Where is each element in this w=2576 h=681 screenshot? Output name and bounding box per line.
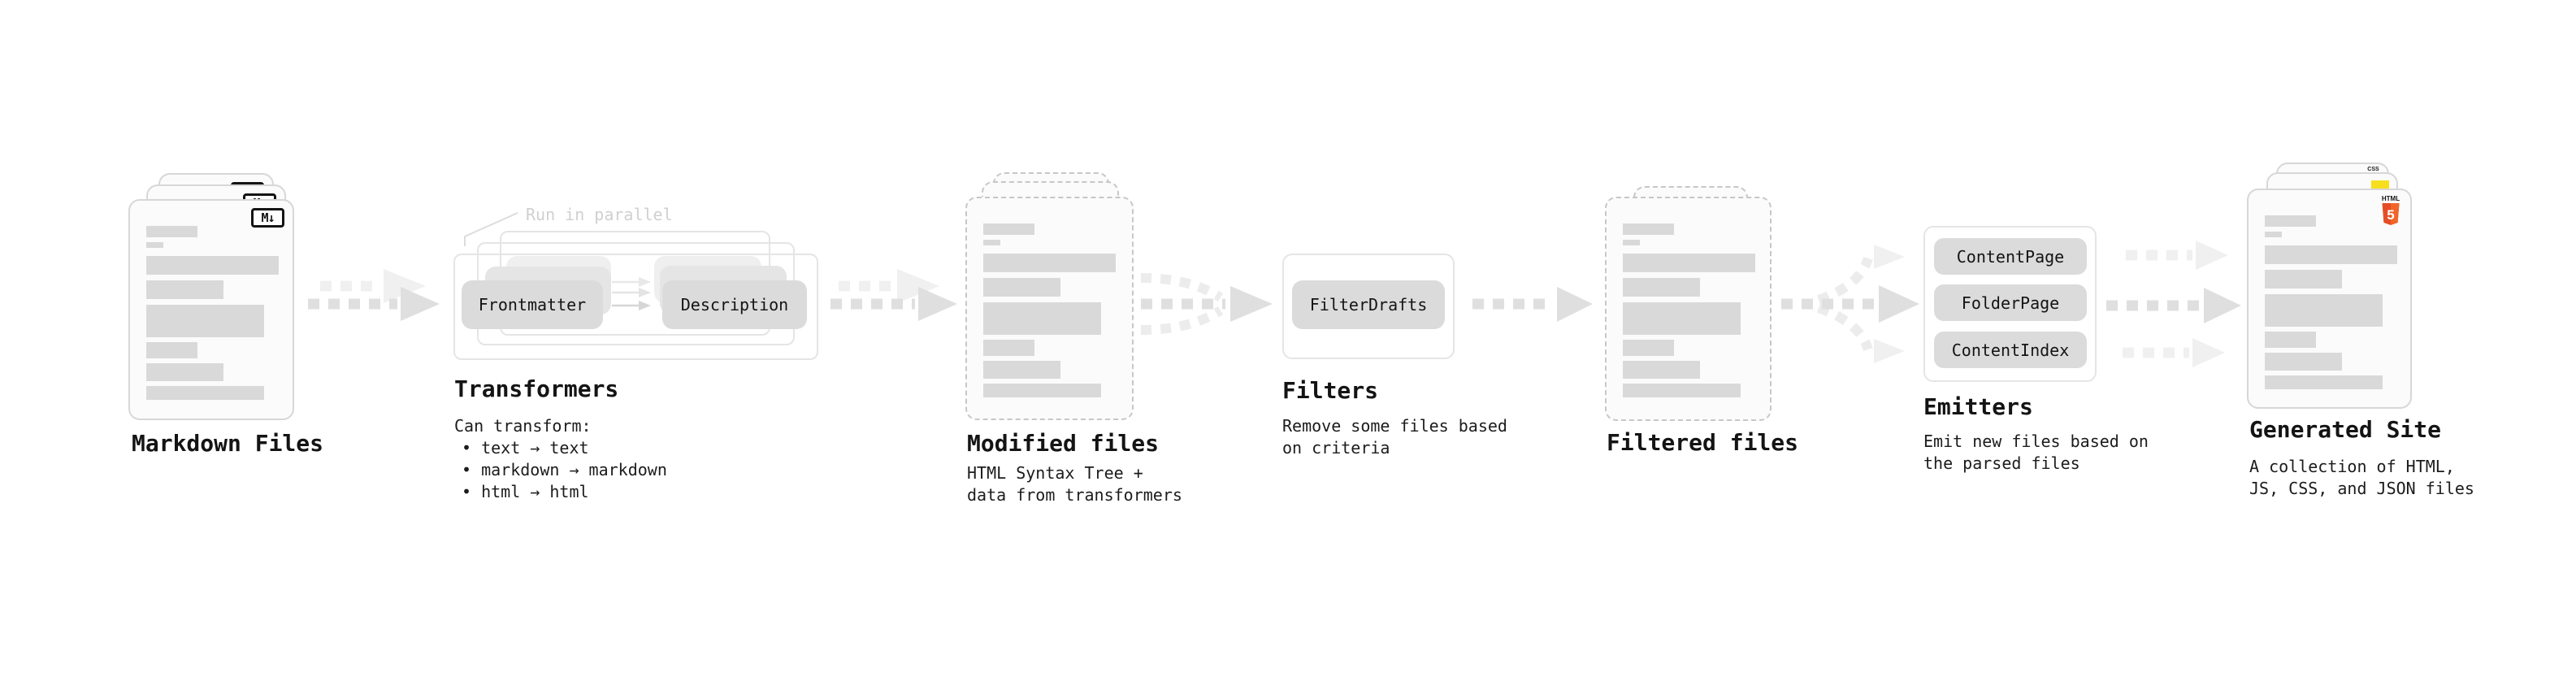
filters-desc-line: on criteria <box>1282 438 1390 458</box>
modified-files-title: Modified files <box>967 430 1160 457</box>
placeholder-bar <box>2265 294 2383 327</box>
frontmatter-transformer-pill: Frontmatter <box>462 280 603 329</box>
arrow-emitters-to-generated <box>2106 241 2241 367</box>
svg-text:HTML: HTML <box>2382 195 2400 202</box>
markdown-files-title: Markdown Files <box>132 430 324 457</box>
placeholder-bar <box>146 226 197 237</box>
filters-title: Filters <box>1282 377 1379 404</box>
placeholder-bar <box>2265 353 2342 371</box>
placeholder-bar <box>146 363 223 381</box>
contentindex-emitter-pill: ContentIndex <box>1934 332 2087 368</box>
placeholder-bar <box>983 361 1060 379</box>
filtered-file-card-front <box>1605 197 1772 421</box>
modified-files-desc-line: HTML Syntax Tree + <box>967 463 1143 483</box>
placeholder-bar <box>146 280 223 299</box>
placeholder-bar <box>983 340 1034 356</box>
emitters-desc-line: the parsed files <box>1923 453 2080 473</box>
placeholder-bar <box>2265 245 2397 264</box>
placeholder-bar <box>1623 302 1741 335</box>
modified-file-card-front <box>965 197 1134 420</box>
placeholder-bar <box>983 302 1101 335</box>
placeholder-bar <box>983 254 1116 272</box>
placeholder-bar <box>2265 232 2282 237</box>
generated-site-desc-line: A collection of HTML, <box>2249 457 2455 476</box>
placeholder-bar <box>146 386 264 400</box>
placeholder-bar <box>146 305 264 337</box>
placeholder-bar <box>1623 340 1674 356</box>
generated-file-card-html: HTML 5 <box>2247 189 2412 409</box>
emitters-title: Emitters <box>1923 393 2033 420</box>
description-transformer-pill: Description <box>662 280 807 329</box>
modified-files-desc-line: data from transformers <box>967 485 1182 505</box>
placeholder-bar <box>1623 240 1640 245</box>
generated-site-title: Generated Site <box>2249 416 2442 443</box>
placeholder-bar <box>1623 254 1755 272</box>
emitters-desc-line: Emit new files based on <box>1923 432 2149 451</box>
placeholder-bar <box>983 223 1034 235</box>
placeholder-bar <box>983 384 1101 397</box>
placeholder-bar <box>1623 278 1700 297</box>
placeholder-bar <box>2265 375 2383 389</box>
transformer-pill-arrows <box>612 277 651 310</box>
transformers-desc-line: • html → html <box>462 482 589 501</box>
placeholder-bar <box>1623 361 1700 379</box>
placeholder-bar <box>1623 223 1674 235</box>
placeholder-bar <box>2265 332 2316 348</box>
arrow-modified-to-filters <box>1140 273 1273 335</box>
run-in-parallel-note: Run in parallel <box>526 205 673 224</box>
placeholder-bar <box>146 242 163 248</box>
filters-desc-line: Remove some files based <box>1282 416 1507 436</box>
transformer-group-box-front <box>453 254 818 360</box>
transformers-desc-line: • text → text <box>462 438 589 458</box>
markdown-icon: M↓ <box>251 208 284 228</box>
folderpage-emitter-pill: FolderPage <box>1934 284 2087 321</box>
arrow-markdown-to-transformers <box>308 269 440 321</box>
contentpage-emitter-pill: ContentPage <box>1934 238 2087 275</box>
placeholder-bar <box>146 342 197 358</box>
transformers-desc-line: • markdown → markdown <box>462 460 667 479</box>
placeholder-bar <box>983 240 1000 245</box>
arrow-filtered-to-emitters <box>1781 245 1919 363</box>
filterdrafts-pill: FilterDrafts <box>1292 280 1445 329</box>
svg-text:5: 5 <box>2387 207 2394 223</box>
placeholder-bar <box>983 278 1060 297</box>
placeholder-bar <box>2265 215 2316 227</box>
transformers-desc-line: Can transform: <box>454 416 592 436</box>
placeholder-bar <box>2265 270 2342 288</box>
transformers-title: Transformers <box>454 375 619 402</box>
placeholder-bar <box>146 256 279 275</box>
js-icon <box>2371 180 2389 189</box>
generated-site-desc-line: JS, CSS, and JSON files <box>2249 479 2474 498</box>
markdown-file-card-front: M↓ <box>128 199 294 420</box>
html5-icon: HTML 5 <box>2382 195 2400 225</box>
arrow-filters-to-filtered <box>1472 287 1593 322</box>
placeholder-bar <box>1623 384 1741 397</box>
run-in-parallel-callout-line <box>464 212 518 246</box>
filtered-files-title: Filtered files <box>1607 429 1799 456</box>
arrow-transformers-to-modified <box>830 269 957 321</box>
